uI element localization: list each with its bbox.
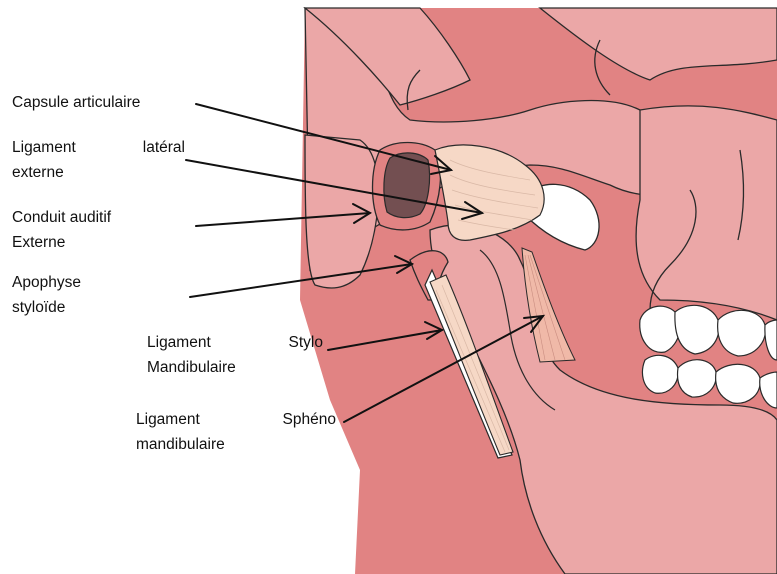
label-text: Sphéno — [283, 407, 336, 432]
label-text: Capsule articulaire — [12, 94, 140, 111]
tooth — [642, 355, 678, 393]
label-line: Ligament Stylo — [147, 330, 323, 355]
label-text: Ligament — [147, 330, 211, 355]
label-line: Ligament Sphéno — [136, 407, 336, 432]
label-text: Ligament — [136, 407, 200, 432]
label-text: Ligament — [12, 135, 76, 160]
label-text: mandibulaire — [136, 432, 336, 457]
label-ligament-spheno-mandibulaire: Ligament Sphéno mandibulaire — [136, 407, 336, 457]
label-ligament-lateral-externe: Ligament latéral externe — [12, 135, 185, 185]
label-text: Conduit auditif — [12, 205, 111, 230]
label-text: Apophyse — [12, 270, 81, 295]
label-text: externe — [12, 160, 185, 185]
label-conduit-auditif-externe: Conduit auditif Externe — [12, 205, 111, 255]
label-text: Externe — [12, 230, 111, 255]
label-apophyse-styloide: Apophyse styloïde — [12, 270, 81, 320]
label-text: Stylo — [289, 330, 323, 355]
label-line: Ligament latéral — [12, 135, 185, 160]
label-text: Mandibulaire — [147, 355, 323, 380]
label-ligament-stylo-mandibulaire: Ligament Stylo Mandibulaire — [147, 330, 323, 380]
maxilla-region — [636, 106, 777, 320]
label-capsule-articulaire: Capsule articulaire — [12, 90, 140, 115]
label-text: latéral — [143, 135, 185, 160]
label-text: styloïde — [12, 295, 81, 320]
